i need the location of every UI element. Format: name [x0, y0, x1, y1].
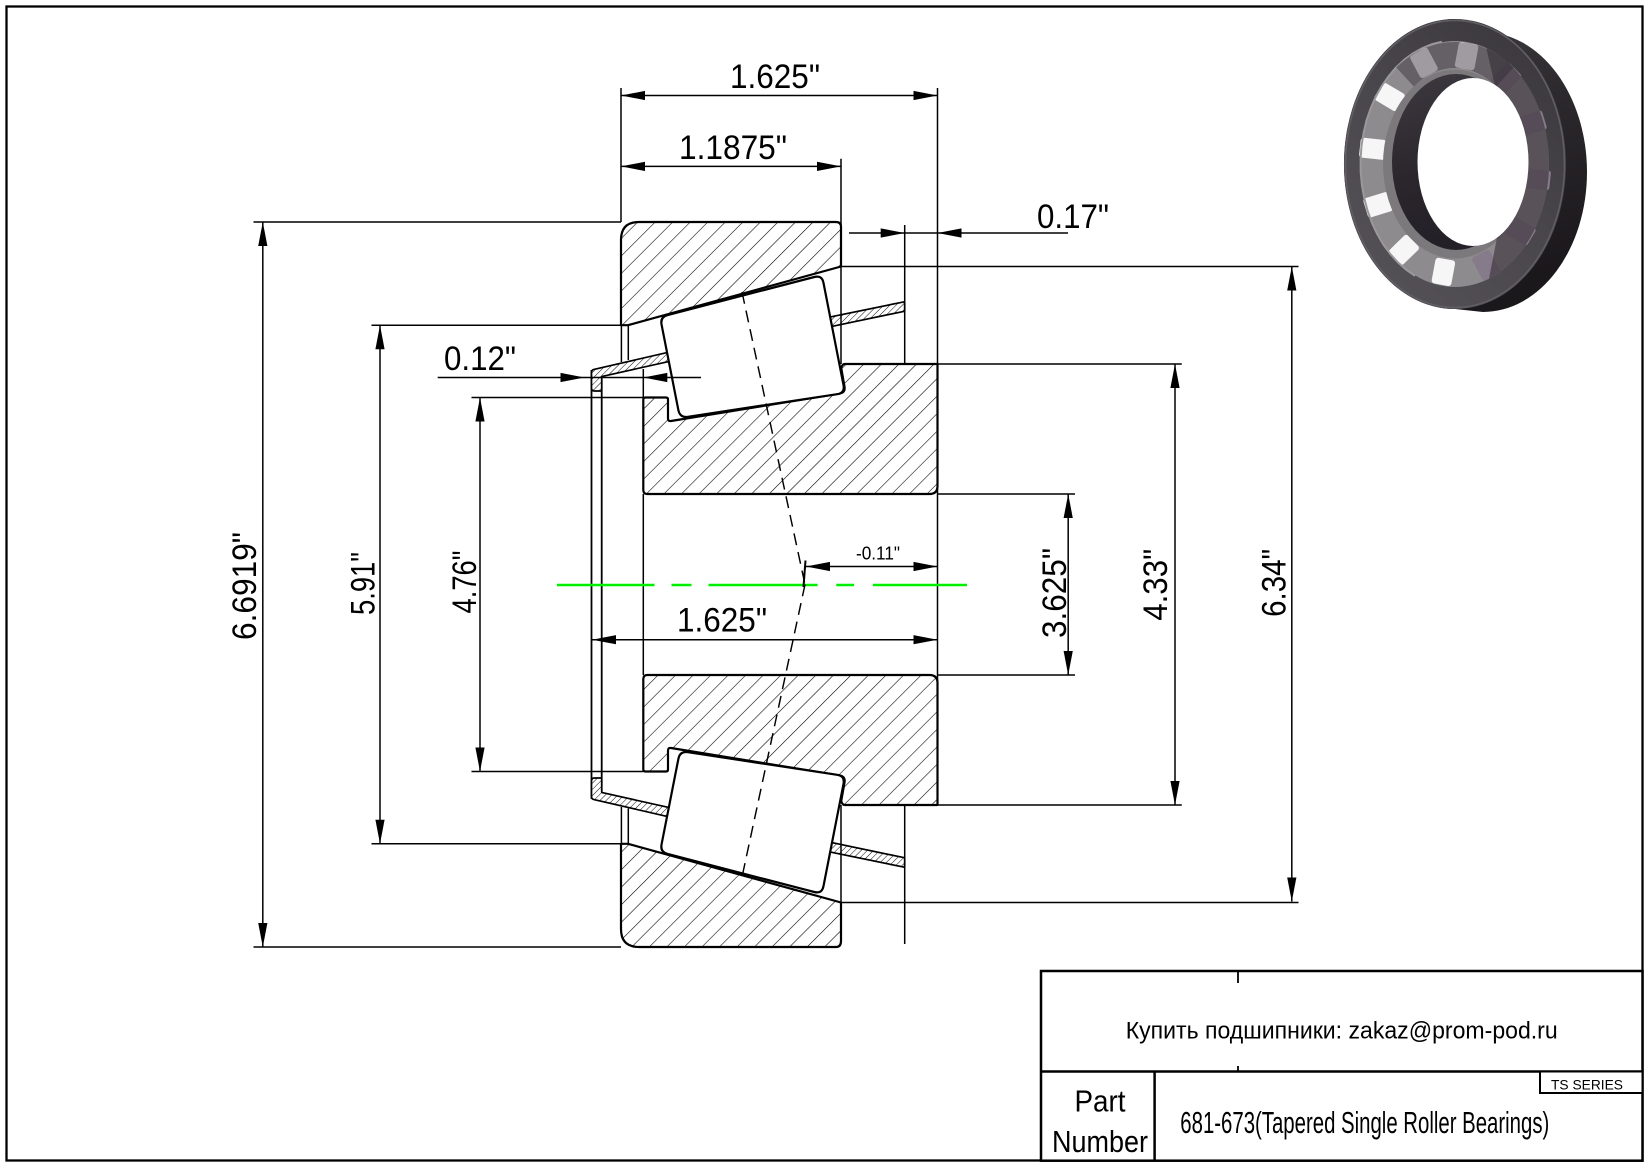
svg-text:TS SERIES: TS SERIES	[1551, 1078, 1623, 1094]
svg-text:5.91": 5.91"	[345, 552, 383, 615]
svg-text:681-673(Tapered Single Roller: 681-673(Tapered Single Roller Bearings)	[1180, 1106, 1549, 1140]
svg-text:Part: Part	[1075, 1084, 1126, 1119]
svg-text:1.625": 1.625"	[730, 58, 820, 96]
svg-text:1.1875": 1.1875"	[679, 129, 787, 167]
svg-text:4.76": 4.76"	[446, 551, 484, 614]
svg-text:Number: Number	[1052, 1124, 1148, 1159]
svg-text:1.625": 1.625"	[677, 602, 767, 640]
svg-text:Купить подшипники: zakaz@prom-: Купить подшипники: zakaz@prom-pod.ru	[1126, 1017, 1558, 1044]
svg-text:0.17": 0.17"	[1037, 198, 1109, 236]
svg-text:0.12": 0.12"	[444, 340, 516, 378]
svg-text:4.33": 4.33"	[1137, 549, 1175, 621]
svg-text:6.34": 6.34"	[1256, 549, 1294, 617]
svg-text:6.6919": 6.6919"	[226, 532, 264, 640]
svg-text:-0.11": -0.11"	[856, 544, 900, 564]
svg-text:3.625": 3.625"	[1036, 548, 1074, 638]
